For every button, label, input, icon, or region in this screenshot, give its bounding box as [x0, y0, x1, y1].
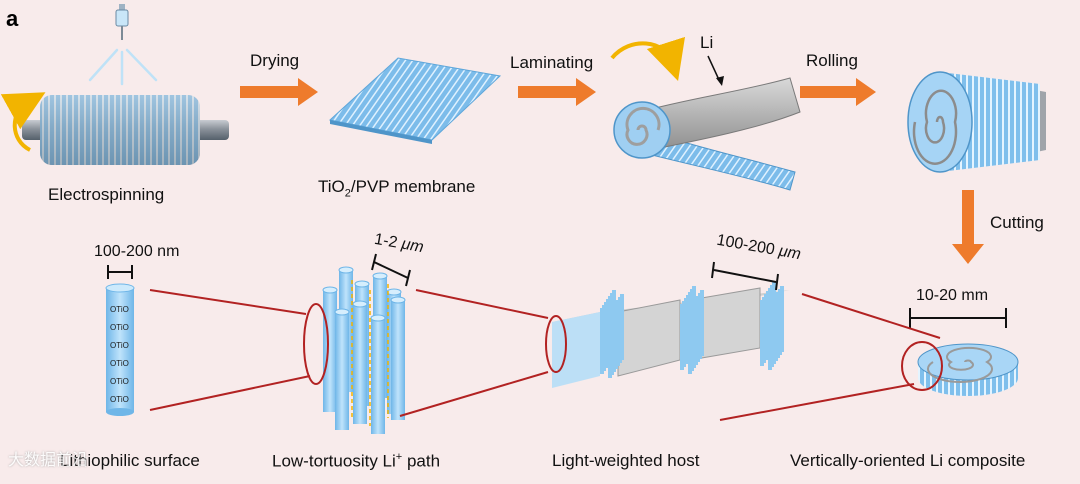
channel-width-bar	[711, 261, 779, 291]
fiber-bundle-illustration	[322, 266, 406, 434]
arrow-cutting	[952, 190, 984, 264]
rotation-arrow-icon	[610, 36, 685, 82]
electrospinning-illustration	[0, 4, 229, 165]
host-pillar	[772, 282, 776, 348]
host-block-illustration	[552, 282, 790, 388]
electrospinning-label: Electrospinning	[48, 185, 165, 204]
membrane-label: TiO2/PVP membrane	[318, 177, 476, 200]
surface-group-text: OTiO	[110, 377, 129, 386]
collector-roller	[22, 95, 229, 165]
li-label: Li	[700, 33, 714, 52]
light-weighted-caption: Light-weighted host	[552, 451, 700, 470]
surface-group-text: OTiO	[110, 395, 129, 404]
surface-groups: OTiO OTiO OTiO OTiO OTiO OTiO	[110, 305, 129, 404]
bundle-fiber	[352, 300, 368, 424]
host-pillars	[600, 282, 784, 378]
membrane-illustration	[328, 57, 502, 144]
surface-group-text: OTiO	[110, 323, 129, 332]
magnification-connectors	[149, 289, 943, 421]
host-pillar	[692, 286, 696, 352]
fiber-diameter-label: 100-200 nm	[94, 243, 180, 260]
single-fiber-illustration: OTiO OTiO OTiO OTiO OTiO OTiO	[105, 265, 135, 416]
host-pillar	[780, 286, 784, 352]
syringe-icon	[115, 4, 129, 40]
bundle-fiber	[322, 286, 338, 412]
arrow-laminating	[518, 78, 596, 106]
disk-size-label: 10-20 mm	[916, 287, 989, 304]
rotation-arrow-icon	[0, 92, 46, 152]
surface-group-text: OTiO	[110, 341, 129, 350]
vertically-oriented-caption: Vertically-oriented Li composite	[790, 451, 1026, 470]
composite-disk-illustration	[909, 308, 1019, 396]
drying-label: Drying	[250, 51, 300, 70]
rolled-cylinder-illustration	[907, 71, 1046, 173]
bundle-fiber	[370, 314, 386, 434]
arrow-rolling	[800, 78, 876, 106]
low-tortuosity-caption: Low-tortuosity Li+ path	[272, 451, 441, 471]
bundle-fiber	[334, 308, 350, 430]
lithiophilic-caption: Lithiophilic surface	[60, 451, 200, 470]
arrow-drying	[240, 78, 318, 106]
process-arrows	[240, 78, 984, 264]
host-pillar	[612, 290, 616, 356]
bundle-fiber	[390, 296, 406, 420]
spray-jets	[88, 48, 158, 86]
laminating-illustration	[610, 36, 801, 191]
rolling-label: Rolling	[806, 51, 858, 70]
laminating-label: Laminating	[510, 53, 594, 72]
bundle-spacing-bar	[371, 253, 411, 287]
watermark: 大数据前沿	[8, 452, 89, 469]
surface-group-text: OTiO	[110, 305, 129, 314]
surface-group-text: OTiO	[110, 359, 129, 368]
cutting-label: Cutting	[990, 213, 1044, 232]
host-pillar	[620, 294, 624, 360]
host-pillar	[700, 290, 704, 356]
panel-label: a	[6, 6, 19, 31]
